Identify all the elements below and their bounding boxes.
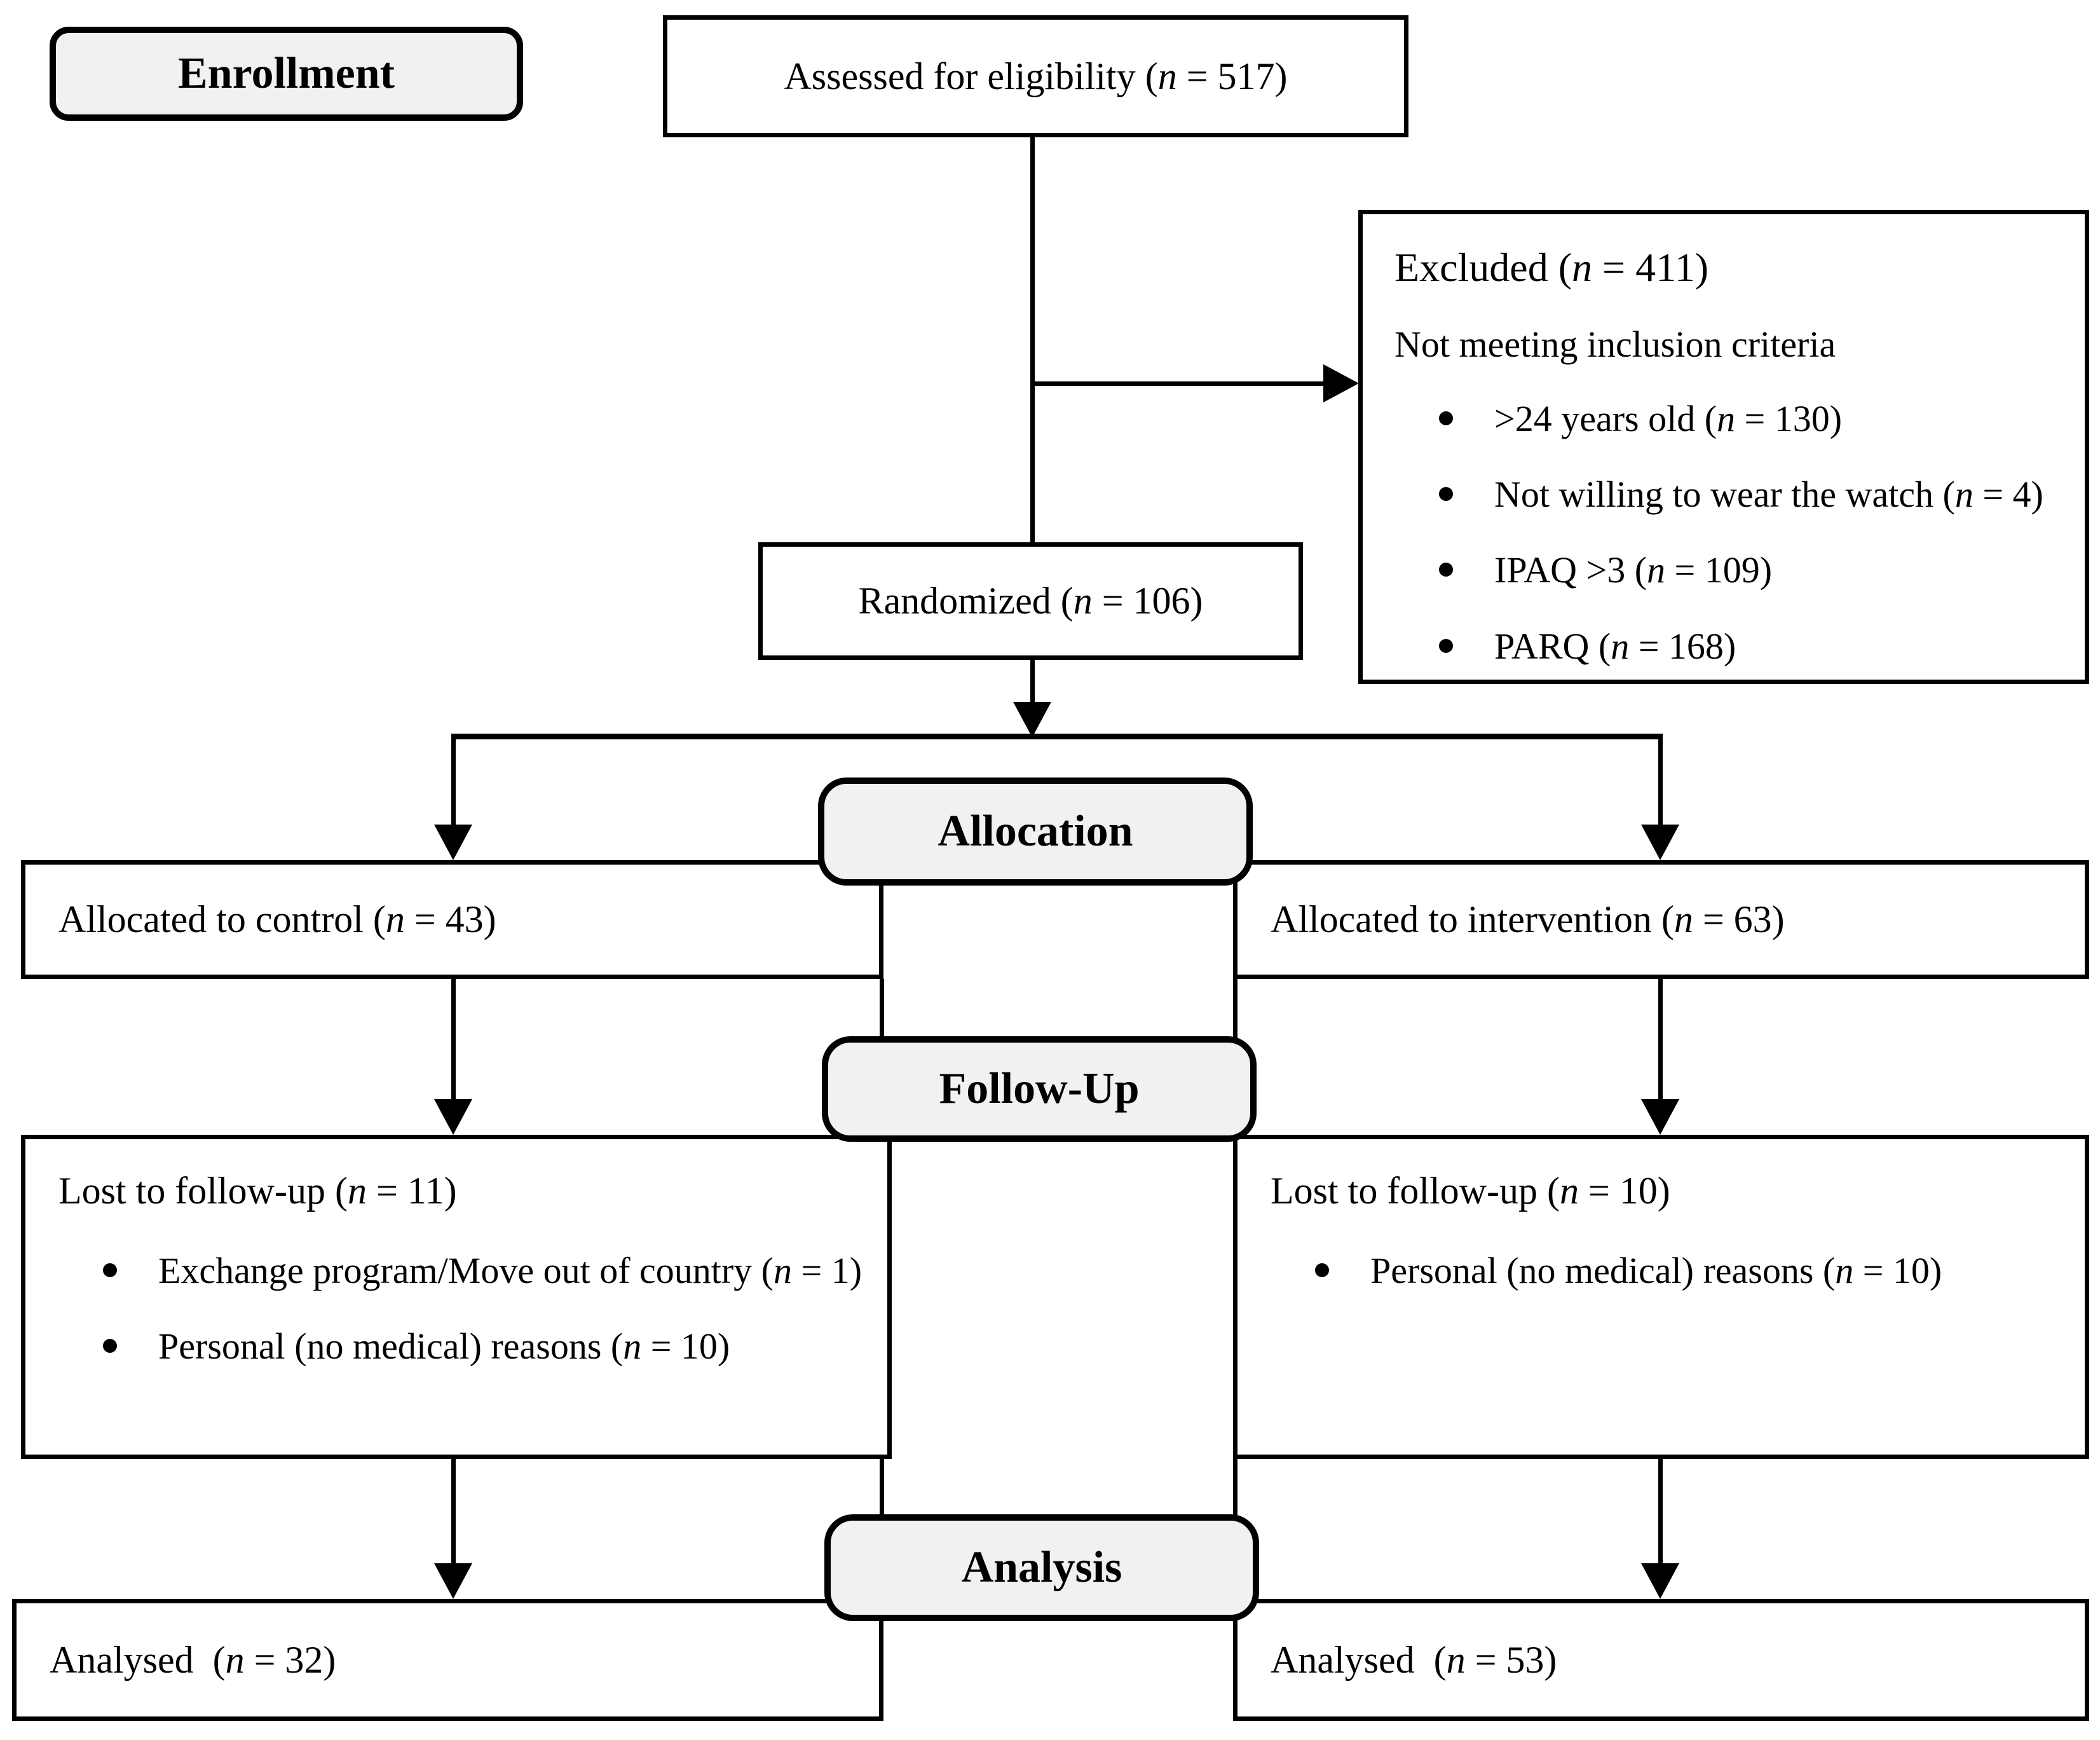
excluded-list-item: >24 years old (n = 130) xyxy=(1394,386,2062,451)
excluded-list-item: IPAQ >3 (n = 109) xyxy=(1394,537,2062,603)
allocated-control-box: Allocated to control (n = 43) xyxy=(21,860,883,979)
randomized-text: Randomized (n = 106) xyxy=(858,580,1203,622)
lost-control-title: Lost to follow-up (n = 11) xyxy=(58,1170,457,1212)
analysed-control-box: Analysed (n = 32) xyxy=(12,1599,883,1721)
arrowhead-control-icon xyxy=(434,825,472,860)
arrowhead-intervention-analysis-icon xyxy=(1641,1563,1679,1599)
bullet-icon xyxy=(1439,411,1453,425)
arrowhead-control-followup-icon xyxy=(434,1099,472,1135)
connector-split-intervention xyxy=(1658,739,1663,825)
lost-control-box: Lost to follow-up (n = 11) Exchange prog… xyxy=(21,1135,892,1459)
lost-control-bullet-text: Exchange program/Move out of country (n … xyxy=(158,1250,862,1291)
connector-intervention-analysis xyxy=(1658,1459,1663,1564)
lost-intervention-list-item: Personal (no medical) reasons (n = 10) xyxy=(1271,1238,2062,1303)
bullet-icon xyxy=(1439,487,1453,502)
connector-to-excluded xyxy=(1030,381,1323,386)
bullet-icon xyxy=(1439,638,1453,653)
bullet-icon xyxy=(103,1339,117,1353)
allocated-intervention-box: Allocated to intervention (n = 63) xyxy=(1233,860,2089,979)
excluded-list-item: Not willing to wear the watch (n = 4) xyxy=(1394,462,2062,527)
assessed-box: Assessed for eligibility (n = 517) xyxy=(663,15,1408,137)
connector-control-followup xyxy=(451,979,456,1100)
excluded-list-item: PARQ (n = 168) xyxy=(1394,613,2062,679)
allocated-intervention-text: Allocated to intervention (n = 63) xyxy=(1271,898,1785,940)
connector-randomized-split xyxy=(1030,660,1035,702)
lost-control-list-item: Personal (no medical) reasons (n = 10) xyxy=(58,1313,865,1379)
connector-intervention-followup xyxy=(1658,979,1663,1100)
excluded-subtitle: Not meeting inclusion criteria xyxy=(1394,323,1836,365)
lost-intervention-title: Lost to follow-up (n = 10) xyxy=(1271,1170,1670,1212)
arrowhead-excluded-icon xyxy=(1323,364,1359,402)
lost-control-bullet-text: Personal (no medical) reasons (n = 10) xyxy=(158,1326,730,1367)
lost-intervention-bullet-text: Personal (no medical) reasons (n = 10) xyxy=(1370,1250,1942,1291)
excluded-bullet-text: IPAQ >3 (n = 109) xyxy=(1494,549,1773,591)
randomized-box: Randomized (n = 106) xyxy=(758,542,1303,660)
arrowhead-split-icon xyxy=(1013,702,1051,737)
enrollment-stage-pill: Enrollment xyxy=(50,27,523,121)
analysis-stage-label: Analysis xyxy=(961,1543,1122,1592)
excluded-bullet-text: Not willing to wear the watch (n = 4) xyxy=(1494,474,2043,516)
enrollment-stage-label: Enrollment xyxy=(178,49,395,98)
assessed-text: Assessed for eligibility (n = 517) xyxy=(784,55,1288,97)
arrowhead-intervention-icon xyxy=(1641,825,1679,860)
lost-intervention-box: Lost to follow-up (n = 10) Personal (no … xyxy=(1233,1135,2089,1459)
allocation-stage-label: Allocation xyxy=(938,807,1133,856)
bullet-icon xyxy=(1315,1263,1329,1277)
excluded-box: Excluded (n = 411) Not meeting inclusion… xyxy=(1358,210,2089,684)
excluded-bullet-text: >24 years old (n = 130) xyxy=(1494,397,1843,439)
analysis-stage-pill: Analysis xyxy=(824,1514,1259,1621)
connector-control-analysis xyxy=(451,1459,456,1564)
excluded-bullet-text: PARQ (n = 168) xyxy=(1494,625,1736,667)
analysed-control-text: Analysed (n = 32) xyxy=(50,1638,336,1681)
followup-stage-label: Follow-Up xyxy=(939,1064,1140,1113)
arrowhead-control-analysis-icon xyxy=(434,1563,472,1599)
analysed-intervention-text: Analysed (n = 53) xyxy=(1271,1638,1557,1681)
analysed-intervention-box: Analysed (n = 53) xyxy=(1233,1599,2089,1721)
split-line xyxy=(451,734,1663,739)
bullet-icon xyxy=(103,1263,117,1277)
followup-stage-pill: Follow-Up xyxy=(822,1036,1257,1142)
connector-split-control xyxy=(451,739,456,825)
bullet-icon xyxy=(1439,563,1453,577)
arrowhead-intervention-followup-icon xyxy=(1641,1099,1679,1135)
lost-control-list-item: Exchange program/Move out of country (n … xyxy=(58,1238,865,1303)
connector-assessed-randomized xyxy=(1030,137,1035,542)
excluded-title: Excluded (n = 411) xyxy=(1394,245,1709,290)
allocated-control-text: Allocated to control (n = 43) xyxy=(58,898,496,940)
allocation-stage-pill: Allocation xyxy=(818,778,1253,886)
